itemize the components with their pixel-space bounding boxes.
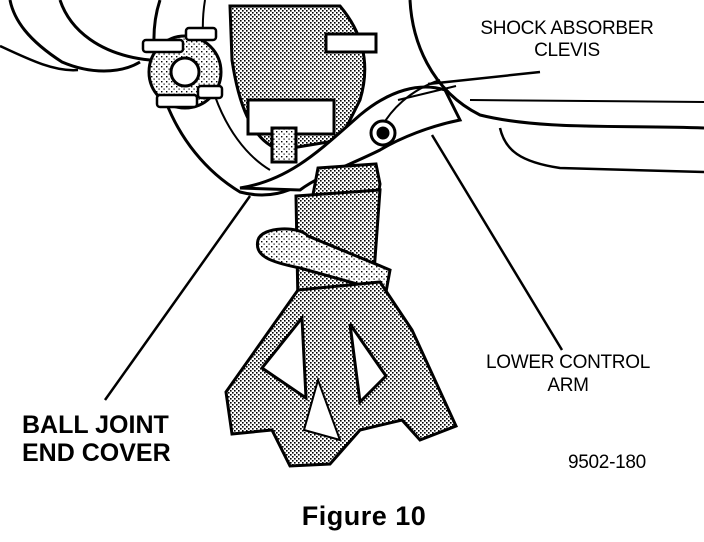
label-ball-joint-line1: BALL JOINT — [22, 411, 169, 439]
wheel-studs — [141, 26, 224, 109]
steering-knuckle — [228, 4, 378, 164]
lower-control-arm — [239, 79, 463, 192]
label-shock-absorber-line2: CLEVIS — [534, 40, 600, 61]
leader-lines — [103, 70, 564, 401]
label-shock-absorber-line1: SHOCK ABSORBER — [480, 18, 654, 39]
label-ball-joint-end-cover: BALL JOINT END COVER — [22, 413, 171, 466]
vehicle-body — [0, 0, 704, 174]
leader-lower-arm — [430, 134, 564, 351]
label-lower-control-line1: LOWER CONTROL — [486, 352, 650, 373]
label-ball-joint-line2: END COVER — [22, 439, 171, 467]
part-number: 9502-180 — [568, 452, 646, 473]
leader-ball-joint — [103, 195, 252, 401]
label-lower-control-arm: LOWER CONTROL ARM — [478, 353, 658, 395]
figure-caption: Figure 10 — [301, 501, 427, 531]
jack-stand — [224, 162, 459, 468]
label-lower-control-line2: ARM — [547, 375, 589, 396]
leader-shock-clevis — [427, 70, 541, 86]
label-shock-absorber-clevis: SHOCK ABSORBER CLEVIS — [470, 19, 664, 60]
